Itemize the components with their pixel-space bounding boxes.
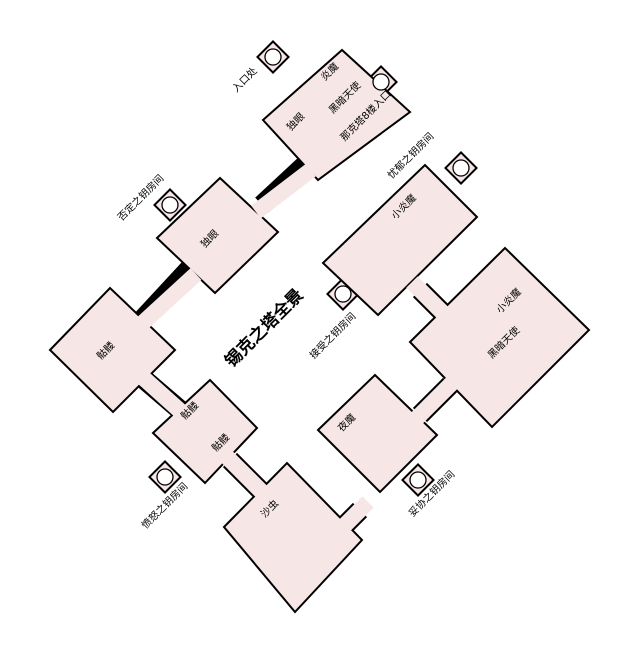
key-circle-icon [161, 196, 179, 214]
label-denial-key: 否定之钥房间 [115, 172, 167, 224]
exit-circle-icon [372, 73, 390, 91]
key-circle-icon [409, 471, 427, 489]
room-skeleton [151, 378, 259, 485]
key-circle-icon [156, 468, 174, 486]
room-nightmare [316, 373, 439, 494]
key-circle-icon [452, 159, 470, 177]
label-entrance: 入口处 [230, 65, 260, 95]
corridors-inner [129, 163, 464, 554]
map-title: 锡克之塔全景 [221, 285, 308, 372]
room-small-balrog [321, 163, 479, 317]
key-circle-icon [334, 285, 352, 303]
entrance-circle-icon [264, 48, 282, 66]
key-circles [156, 48, 470, 489]
room-sandworm [222, 461, 364, 614]
label-accept-key: 接受之钥房间 [307, 310, 359, 362]
